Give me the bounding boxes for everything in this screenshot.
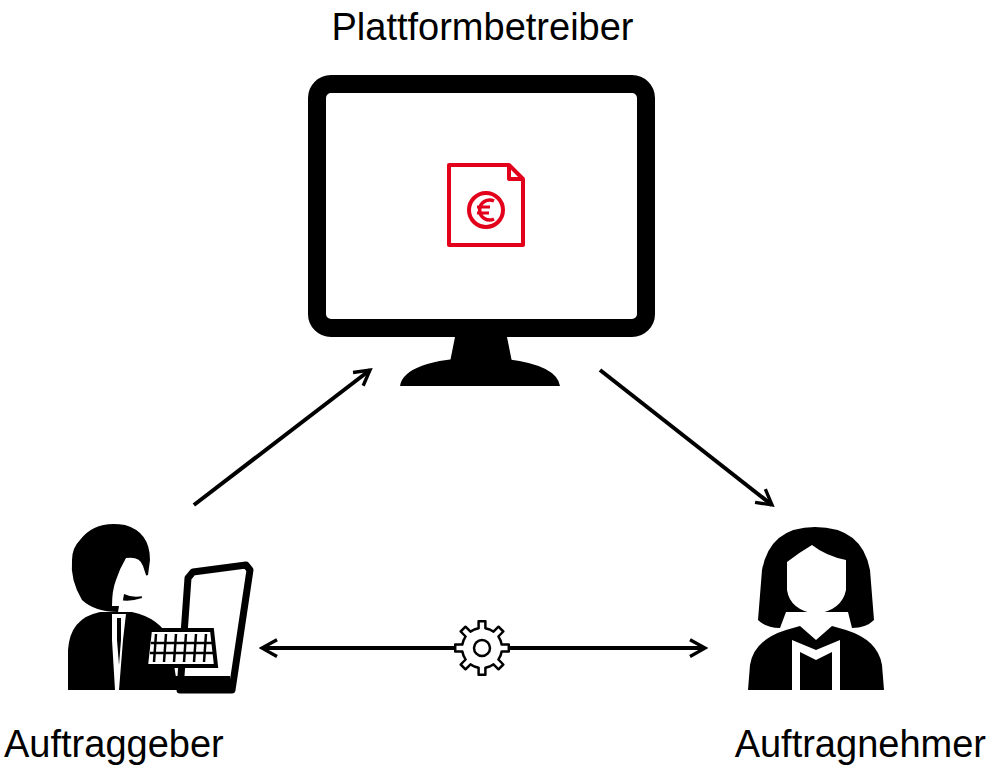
- node-label: Auftraggeber: [4, 722, 224, 766]
- flow-arrow: [194, 370, 370, 505]
- node-label: Plattformbetreiber: [331, 5, 633, 49]
- platform-operator-node: Plattformbetreiber: [305, 5, 660, 370]
- invoice-icon: [449, 165, 523, 245]
- gear-symbol: [455, 621, 509, 675]
- client-node: Auftraggeber: [0, 505, 262, 770]
- keyboard-keys: [150, 634, 214, 662]
- contractor-icon: [748, 527, 884, 690]
- client-icon: [68, 524, 250, 690]
- flow-arrow: [600, 370, 772, 505]
- node-label: Auftragnehmer: [735, 722, 986, 766]
- monitor-icon: [317, 84, 646, 386]
- contractor-node: Auftragnehmer: [705, 505, 990, 770]
